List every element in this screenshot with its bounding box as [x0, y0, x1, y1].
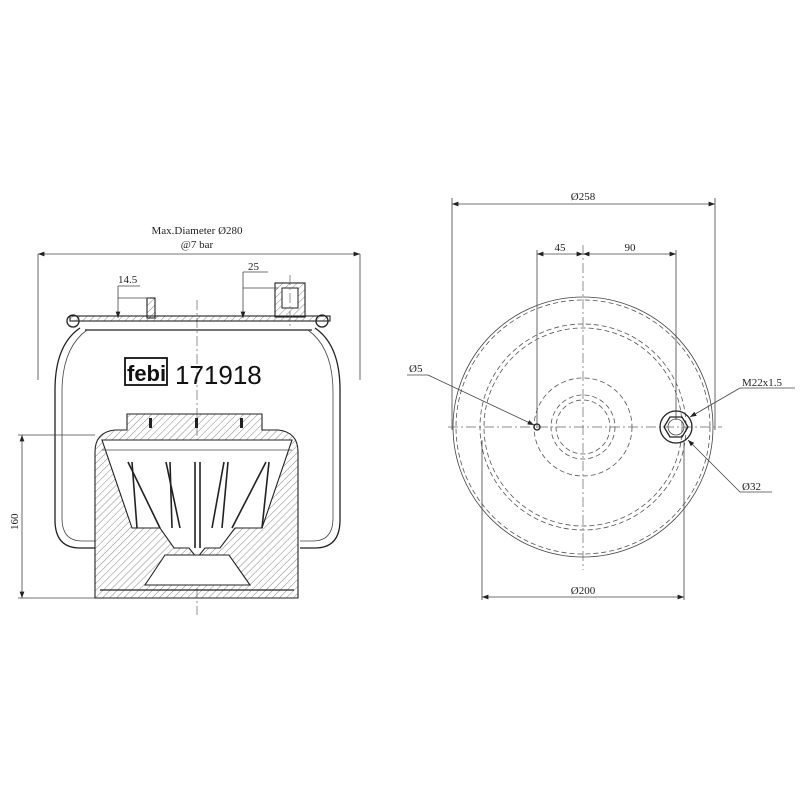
dim-thread: M22x1.5 — [742, 377, 783, 389]
bellows-left — [54, 327, 95, 549]
pressure-label: @7 bar — [181, 239, 214, 251]
small-hole — [533, 423, 541, 431]
dim-hole: Ø5 — [409, 363, 423, 375]
top-plate — [69, 315, 331, 322]
febi-logo: febi — [124, 357, 168, 386]
dim-offset-right: 90 — [625, 242, 637, 254]
air-fitting-top — [659, 410, 693, 444]
brand-name: febi — [127, 361, 166, 386]
bellows-right — [300, 327, 341, 549]
part-number: 171918 — [175, 360, 262, 390]
top-view: Ø258 45 90 Ø5 M22x1.5 — [407, 191, 795, 600]
dim-outer-diameter: Ø258 — [571, 191, 596, 203]
dim-bolt-height: 14.5 — [118, 274, 138, 286]
dim-height: 160 — [9, 513, 21, 530]
mounting-stud — [146, 297, 156, 319]
side-view: 14.5 25 160 Max.Diameter Ø280 — [9, 225, 361, 615]
dim-offset-left: 45 — [555, 242, 567, 254]
dim-fitting-diameter: Ø32 — [742, 481, 761, 493]
dim-fitting-height: 25 — [248, 261, 260, 273]
dim-bottom-diameter: Ø200 — [571, 585, 596, 597]
max-diameter-label: Max.Diameter Ø280 — [151, 225, 243, 237]
piston-ribs — [127, 461, 270, 548]
